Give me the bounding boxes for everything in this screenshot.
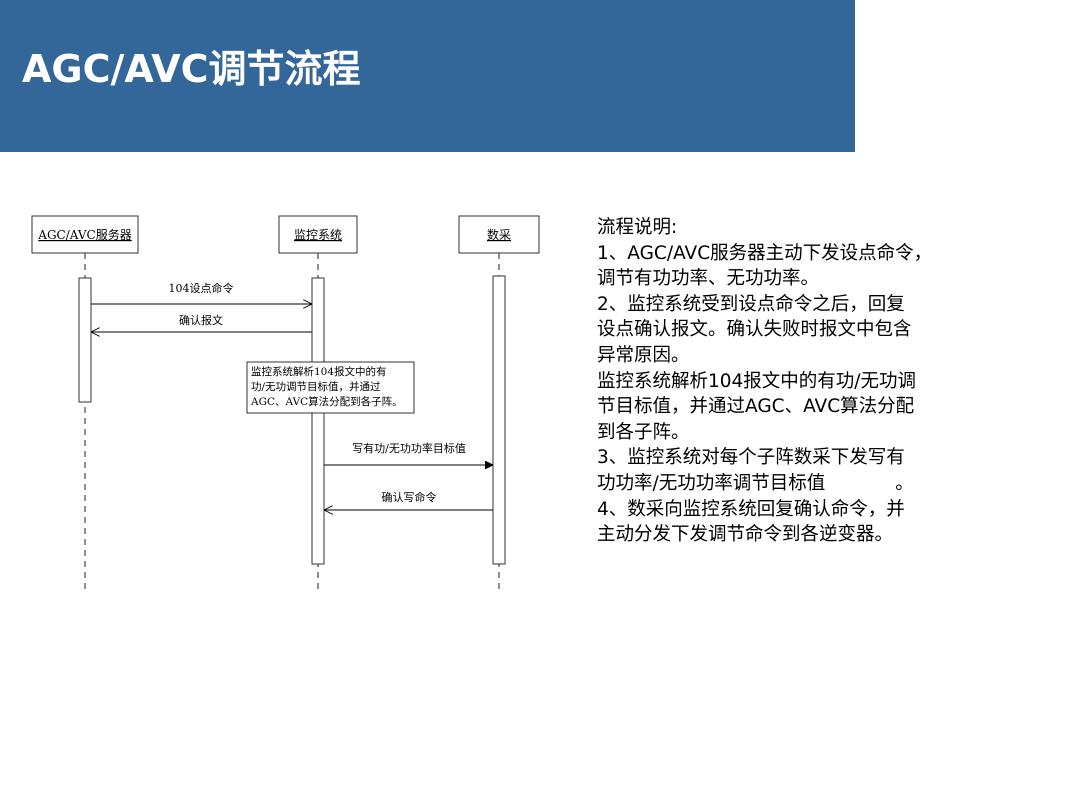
description-line: 异常原因。 [597, 344, 690, 366]
message-write-target: 写有功/无功功率目标值 [324, 441, 493, 465]
description-heading: 流程说明: [597, 217, 678, 238]
process-description: 流程说明: 1、AGC/AVC服务器主动下发设点命令， 调节有功功率、无功功率。… [597, 215, 977, 548]
description-line-text: 功功率/无功功率调节目标值 [597, 472, 826, 494]
participant-label: AGC/AVC服务器 [37, 227, 131, 242]
description-line: 4、数采向监控系统回复确认命令，并 [597, 498, 905, 520]
description-line-with-period: 功功率/无功功率调节目标值 。 [597, 471, 977, 497]
participant-label: 监控系统 [294, 228, 342, 242]
description-line: 3、监控系统对每个子阵数采下发写有 [597, 447, 905, 469]
message-setpoint-command: 104设点命令 [91, 281, 312, 304]
activation-bar-data-acquisition [492, 275, 506, 565]
message-confirm-report: 确认报文 [91, 313, 312, 332]
description-line: 调节有功功率、无功功率。 [597, 268, 820, 290]
description-line: 2、监控系统受到设点命令之后，回复 [597, 293, 905, 315]
activation-bar-agc-avc-server [78, 277, 92, 403]
message-label: 写有功/无功功率目标值 [352, 441, 466, 455]
description-period: 。 [895, 472, 914, 494]
sequence-diagram: AGC/AVC服务器 监控系统 数采 104设点命令 确认报文 写有功/无功功率… [31, 215, 540, 590]
description-line: 主动分发下发调节命令到各逆变器。 [597, 524, 894, 546]
activation-bar-monitoring-system [311, 277, 325, 565]
message-label: 确认报文 [179, 313, 223, 327]
note-line: AGC、AVC算法分配到各子阵。 [250, 395, 403, 408]
participant-monitoring-system: 监控系统 [278, 215, 358, 254]
description-line: 1、AGC/AVC服务器主动下发设点命令， [597, 242, 933, 264]
note-box: 监控系统解析104报文中的有 功/无功调节目标值，并通过 AGC、AVC算法分配… [246, 361, 415, 414]
note-line: 功/无功调节目标值，并通过 [251, 380, 381, 393]
participant-label: 数采 [487, 227, 511, 242]
message-label: 104设点命令 [169, 281, 234, 295]
description-line: 监控系统解析104报文中的有功/无功调 [597, 370, 917, 392]
description-line: 设点确认报文。确认失败时报文中包含 [597, 319, 912, 341]
title-bar: AGC/AVC调节流程 [0, 0, 855, 152]
message-label: 确认写命令 [382, 490, 437, 504]
description-line: 到各子阵。 [597, 421, 690, 443]
description-line: 节目标值，并通过AGC、AVC算法分配 [597, 396, 915, 418]
participant-data-acquisition: 数采 [458, 215, 540, 254]
slide-title: AGC/AVC调节流程 [22, 47, 361, 91]
message-confirm-write: 确认写命令 [324, 490, 493, 510]
participant-agc-avc-server: AGC/AVC服务器 [31, 215, 139, 254]
note-line: 监控系统解析104报文中的有 [251, 365, 387, 378]
